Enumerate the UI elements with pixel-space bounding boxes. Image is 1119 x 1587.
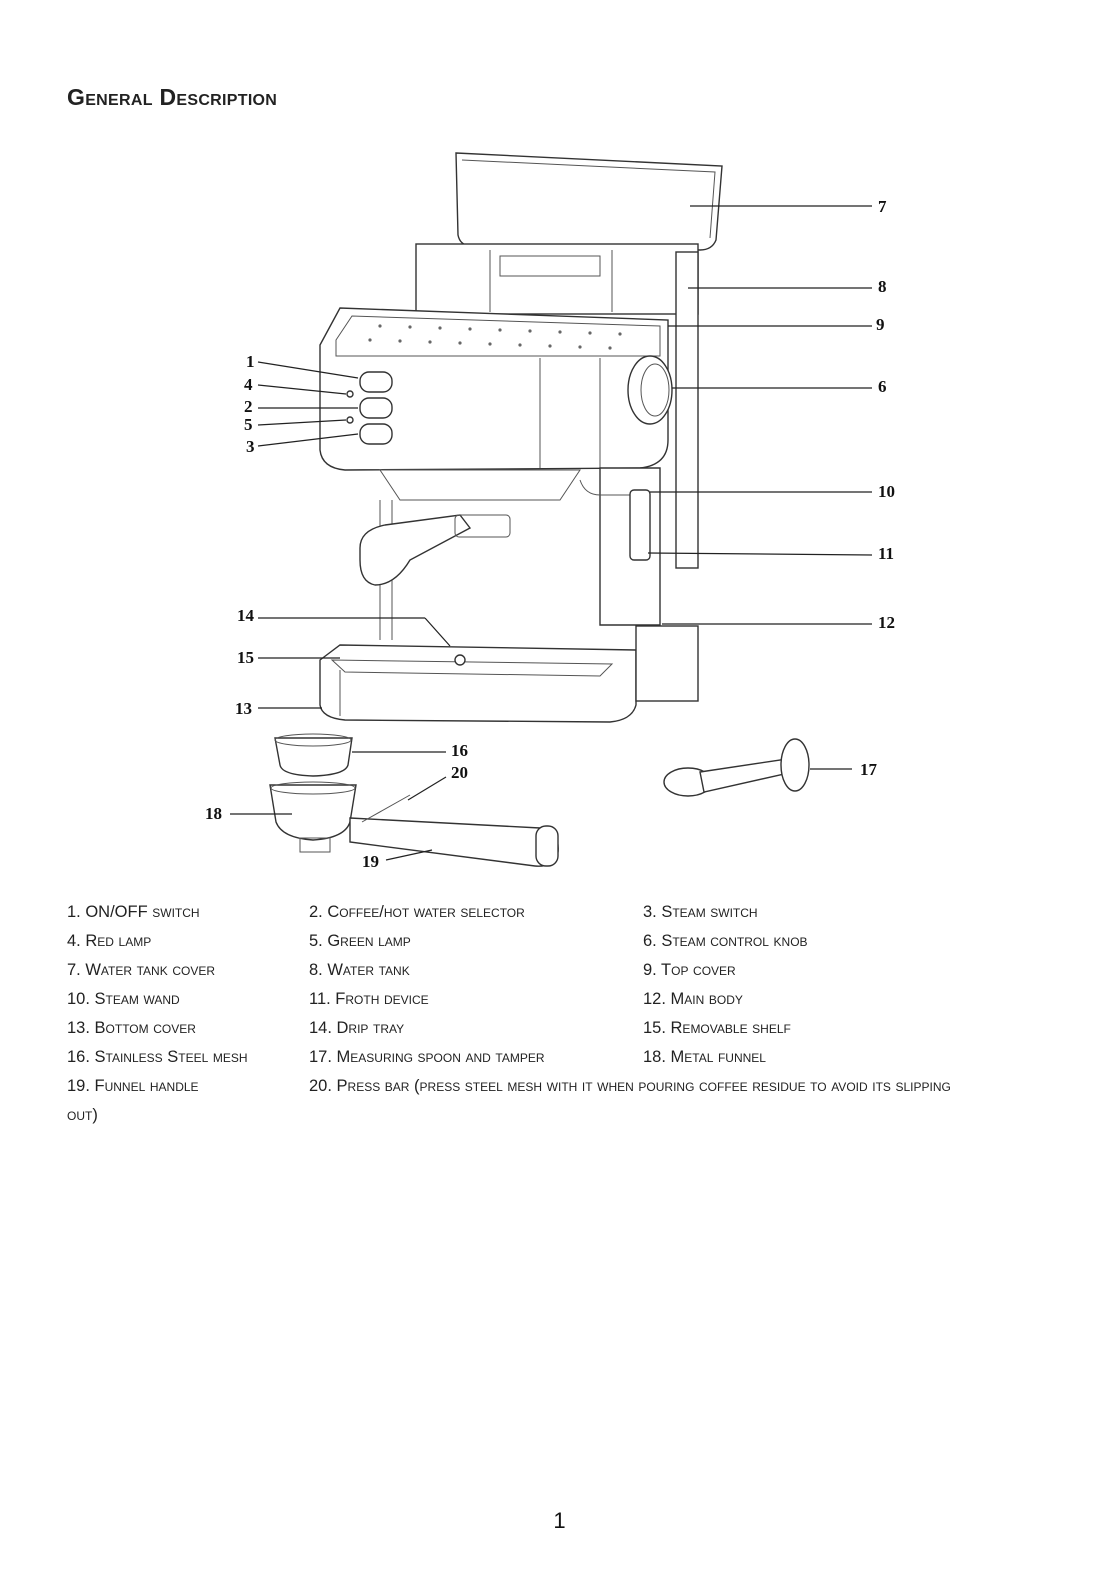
callout-10: 10 — [878, 482, 895, 501]
callout-2: 2 — [244, 397, 253, 416]
callout-18: 18 — [205, 804, 222, 823]
legend-item: 14. Drip tray — [309, 1019, 405, 1037]
callout-8: 8 — [878, 277, 887, 296]
leader-lines — [230, 205, 873, 861]
legend-item: 17. Measuring spoon and tamper — [309, 1048, 545, 1066]
legend-item: 9. Top cover — [643, 961, 736, 979]
callout-17: 17 — [860, 760, 878, 779]
callout-6: 6 — [878, 377, 887, 396]
legend-item: 15. Removable shelf — [643, 1019, 791, 1037]
legend-item: 6. Steam control knob — [643, 932, 808, 950]
legend-item: 16. Stainless Steel mesh — [67, 1048, 248, 1066]
legend-row: out) — [67, 1101, 1057, 1130]
legend-item: 11. Froth device — [309, 990, 429, 1008]
legend-item: 13. Bottom cover — [67, 1019, 196, 1037]
legend-item: 12. Main body — [643, 990, 743, 1008]
callout-14: 14 — [237, 606, 255, 625]
legend-item: 4. Red lamp — [67, 932, 152, 950]
callout-15: 15 — [237, 648, 254, 667]
callout-12: 12 — [878, 613, 895, 632]
callout-13: 13 — [235, 699, 252, 718]
callout-3: 3 — [246, 437, 255, 456]
legend-row: 1. ON/OFF switch 2. Coffee/hot water sel… — [67, 898, 1057, 927]
callout-4: 4 — [244, 375, 253, 394]
page-number: 1 — [553, 1508, 566, 1533]
legend-item: 18. Metal funnel — [643, 1048, 766, 1066]
legend-row: 4. Red lamp 5. Green lamp 6. Steam contr… — [67, 927, 1057, 956]
callout-19: 19 — [362, 852, 379, 871]
espresso-machine-diagram: 1 4 2 5 3 7 8 9 6 10 11 12 14 15 13 16 2… — [205, 152, 895, 871]
legend-item: 1. ON/OFF switch — [67, 903, 200, 921]
legend-item: 8. Water tank — [309, 961, 410, 979]
callout-1: 1 — [246, 352, 255, 371]
legend-row: 13. Bottom cover 14. Drip tray 15. Remov… — [67, 1014, 1057, 1043]
callout-7: 7 — [878, 197, 887, 216]
legend-item-continuation: out) — [67, 1106, 98, 1124]
legend-item: 10. Steam wand — [67, 990, 180, 1008]
parts-legend: 1. ON/OFF switch 2. Coffee/hot water sel… — [67, 898, 1057, 1130]
machine-illustration — [269, 152, 810, 867]
callout-labels: 1 4 2 5 3 7 8 9 6 10 11 12 14 15 13 16 2… — [205, 197, 895, 871]
legend-row: 10. Steam wand 11. Froth device 12. Main… — [67, 985, 1057, 1014]
callout-5: 5 — [244, 415, 253, 434]
legend-item: 3. Steam switch — [643, 903, 758, 921]
callout-11: 11 — [878, 544, 894, 563]
legend-row: 7. Water tank cover 8. Water tank 9. Top… — [67, 956, 1057, 985]
legend-item: 5. Green lamp — [309, 932, 411, 950]
legend-row: 19. Funnel handle 20. Press bar (press s… — [67, 1072, 1057, 1101]
callout-16: 16 — [451, 741, 468, 760]
page-title: General Description — [67, 84, 278, 110]
legend-item: 19. Funnel handle — [67, 1077, 199, 1095]
legend-item: 7. Water tank cover — [67, 961, 215, 979]
legend-row: 16. Stainless Steel mesh 17. Measuring s… — [67, 1043, 1057, 1072]
callout-20: 20 — [451, 763, 468, 782]
callout-9: 9 — [876, 315, 885, 334]
legend-item: 20. Press bar (press steel mesh with it … — [309, 1077, 951, 1095]
legend-item: 2. Coffee/hot water selector — [309, 903, 525, 921]
